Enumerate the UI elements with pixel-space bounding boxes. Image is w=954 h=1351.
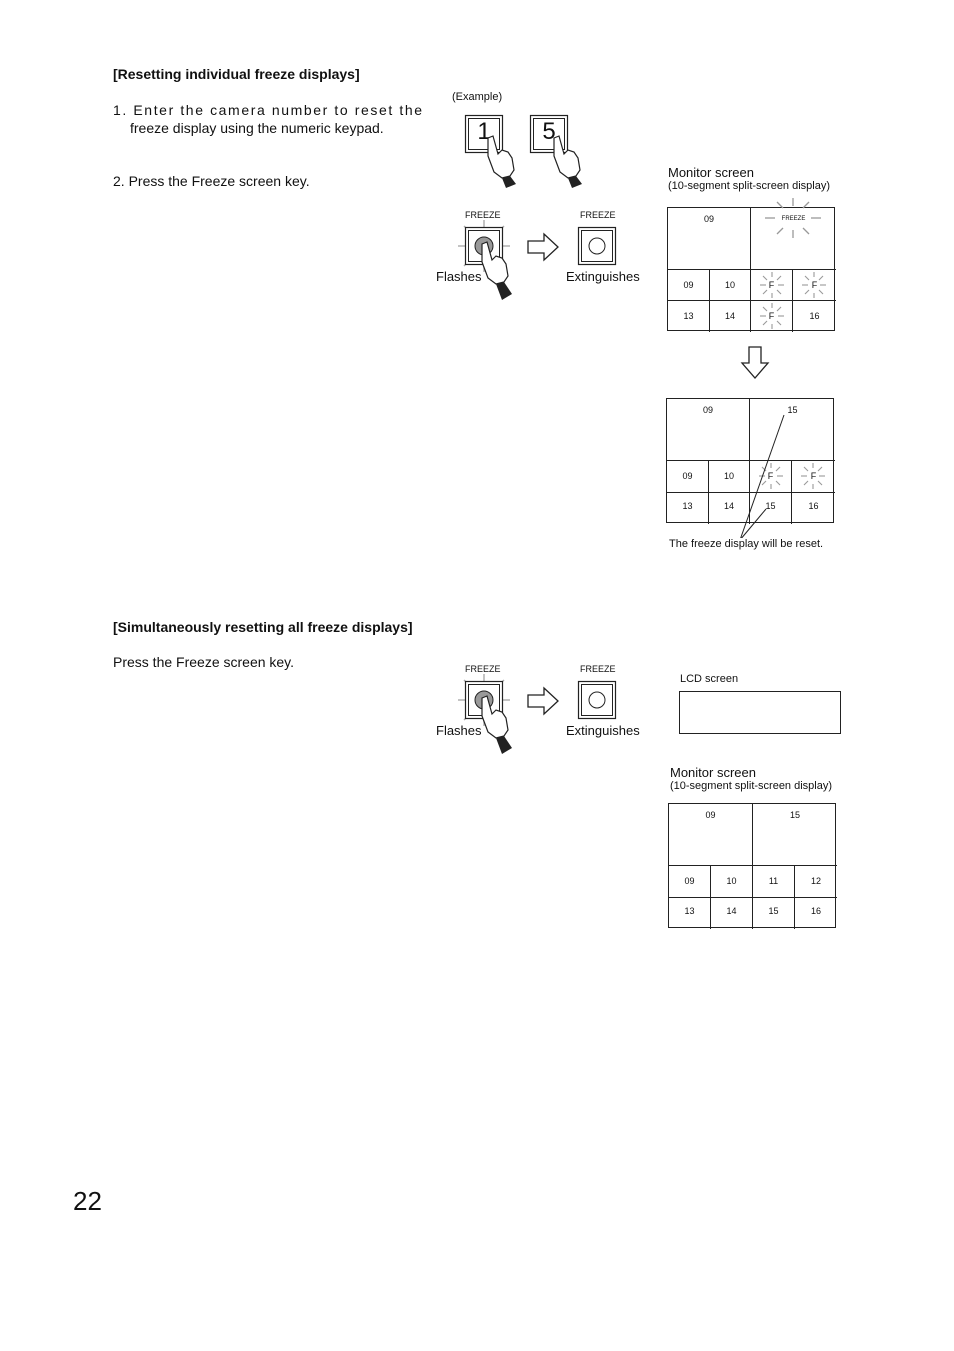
- segment: 09: [667, 461, 709, 493]
- pressing-hand-icon: [481, 241, 512, 300]
- section-heading-individual: [Resetting individual freeze displays]: [113, 66, 360, 82]
- right-arrow-icon: [527, 232, 559, 262]
- segment: 10: [709, 461, 750, 493]
- freeze-key-label: FREEZE: [465, 210, 501, 220]
- segment-large-frozen: FREEZE: [751, 198, 836, 270]
- segment: 10: [711, 866, 753, 898]
- example-label: (Example): [452, 91, 503, 103]
- flash-rays-icon: [765, 198, 821, 238]
- extinguishes-label: Extinguishes: [566, 723, 640, 738]
- segment: 14: [709, 493, 750, 524]
- flashes-label: Flashes: [436, 723, 482, 738]
- pressing-hand-icon: [553, 135, 582, 188]
- pressing-hand-icon: [487, 135, 516, 188]
- monitor-screen-cleared: 09 15 09 10 11 12 13 14 15 16: [668, 803, 837, 929]
- segment: 15: [753, 898, 795, 929]
- lcd-screen: [679, 691, 841, 734]
- lcd-screen-title: LCD screen: [680, 673, 739, 685]
- segment: 14: [710, 301, 751, 332]
- segment-large: 15: [753, 804, 837, 866]
- segment-frozen: F: [792, 461, 835, 493]
- segment: 09: [669, 866, 711, 898]
- section-heading-all: [Simultaneously resetting all freeze dis…: [113, 619, 413, 635]
- segment: 09: [668, 270, 710, 301]
- freeze-key-off: [577, 226, 617, 266]
- segment: 16: [808, 501, 819, 511]
- segment-frozen: F: [751, 301, 793, 332]
- segment: 10: [710, 270, 751, 301]
- freeze-key-label: FREEZE: [580, 664, 616, 674]
- monitor-screen-subtitle: (10-segment split-screen display): [668, 180, 831, 192]
- segment: 13: [667, 493, 709, 524]
- step-2: 2. Press the Freeze screen key.: [113, 173, 310, 189]
- keypad-key-5-label: 5: [542, 118, 556, 145]
- flash-rays-icon: [802, 272, 826, 298]
- flash-rays-icon: [801, 463, 825, 489]
- page-number: 22: [73, 1186, 102, 1216]
- segment: 16: [810, 906, 821, 916]
- segment-frozen: F: [751, 270, 793, 301]
- monitor-screen-title: Monitor screen: [670, 765, 756, 780]
- monitor-screen-title: Monitor screen: [668, 165, 754, 180]
- flashes-label: Flashes: [436, 269, 482, 284]
- segment: 13: [669, 898, 711, 929]
- flash-rays-icon: [760, 272, 784, 298]
- freeze-key-label: FREEZE: [580, 210, 616, 220]
- down-arrow-icon: [740, 346, 770, 379]
- monitor-screen-after: 09 15 09 10 F F 13 14 15 16: [666, 398, 835, 524]
- reset-note: The freeze display will be reset.: [669, 538, 824, 550]
- freeze-key-label: FREEZE: [465, 664, 501, 674]
- flash-rays-icon: [760, 303, 784, 329]
- segment: 16: [809, 311, 820, 321]
- segment: 12: [795, 866, 837, 898]
- segment: 14: [711, 898, 753, 929]
- monitor-screen-before: 09 FREEZE 09 10 F F 13 14 F 16: [667, 198, 836, 332]
- segment-large: 15: [750, 399, 835, 461]
- extinguishes-label: Extinguishes: [566, 269, 640, 284]
- keypad-key-1-label: 1: [477, 118, 491, 145]
- right-arrow-icon: [527, 686, 559, 716]
- segment-large: 09: [669, 804, 753, 866]
- segment: 11: [753, 866, 795, 898]
- segment: 13: [668, 301, 710, 332]
- segment-large: 09: [667, 399, 750, 461]
- segment-reset: 15: [750, 493, 792, 524]
- freeze-key-off: [577, 680, 617, 720]
- pressing-hand-icon: [481, 695, 512, 754]
- step-1-line-2: freeze display using the numeric keypad.: [130, 120, 384, 136]
- segment-frozen: F: [793, 270, 836, 301]
- segment-large: 09: [668, 208, 751, 270]
- step-1-line-1: 1. Enter the camera number to reset the: [113, 102, 424, 118]
- monitor-screen-subtitle: (10-segment split-screen display): [670, 780, 833, 792]
- instruction: Press the Freeze screen key.: [113, 654, 295, 670]
